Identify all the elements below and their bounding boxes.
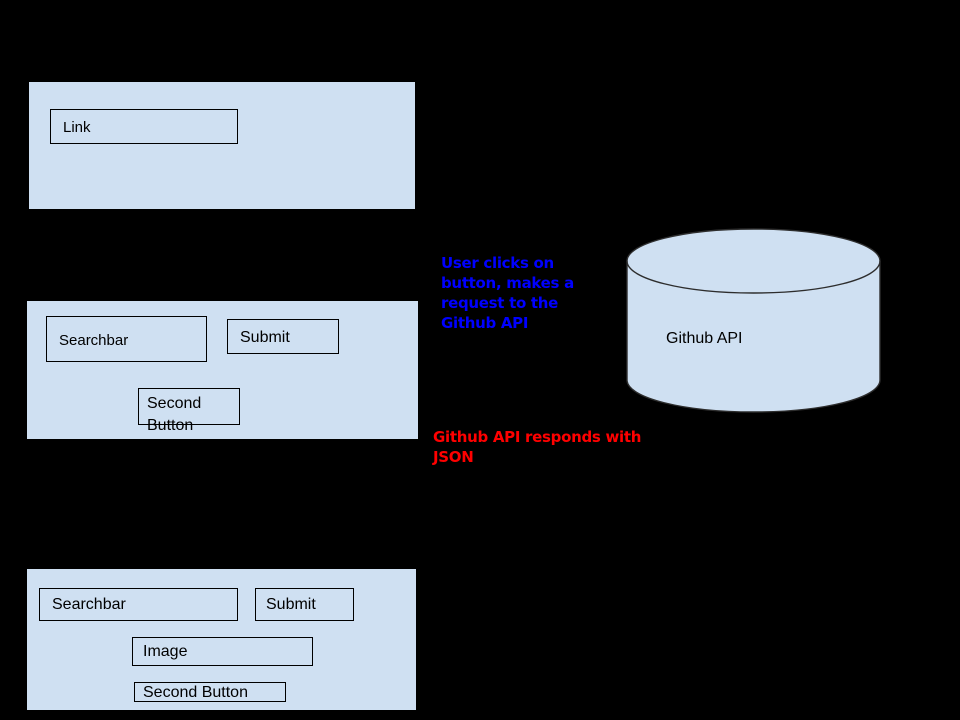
link-button[interactable]: Link xyxy=(50,109,238,144)
wireframe-panel-search-page: Searchbar Submit Second Button xyxy=(26,300,419,440)
wireframe-panel-landing-page: Link xyxy=(28,81,416,210)
annotation-response: Github API responds with JSON xyxy=(433,428,642,466)
image-placeholder: Image xyxy=(132,637,313,666)
search-input[interactable]: Searchbar xyxy=(46,316,207,362)
second-button[interactable]: Second Button xyxy=(138,388,240,434)
submit-button[interactable]: Submit xyxy=(255,588,354,621)
second-button[interactable]: Second Button xyxy=(134,682,286,702)
search-input[interactable]: Searchbar xyxy=(39,588,238,621)
wireframe-panel-results-page: Searchbar Submit Image Second Button xyxy=(26,568,417,711)
cylinder-icon xyxy=(626,228,881,413)
datastore-label: Github API xyxy=(666,330,743,347)
github-api-datastore: Github API xyxy=(626,228,881,413)
submit-button[interactable]: Submit xyxy=(227,319,339,354)
annotation-request: User clicks on button, makes a request t… xyxy=(441,254,574,332)
